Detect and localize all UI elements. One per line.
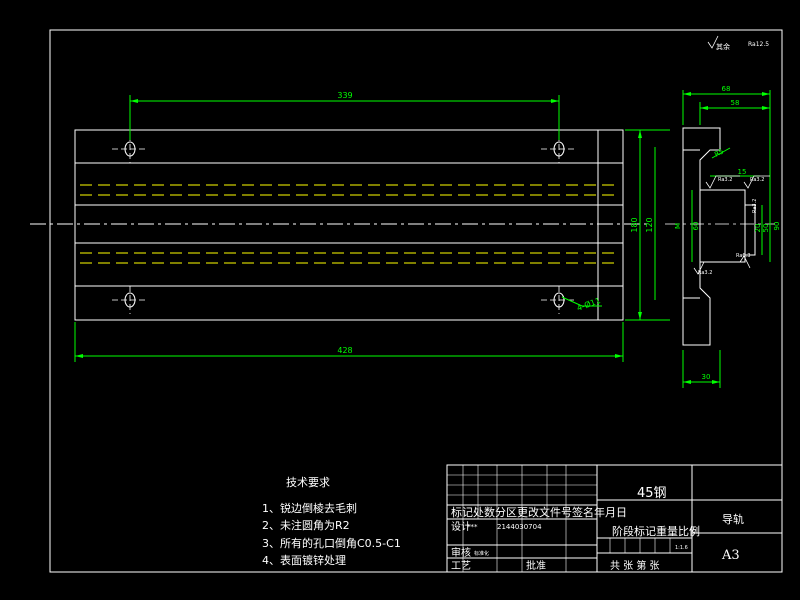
sheet-info: 共 张 第 张 — [610, 559, 660, 572]
design-name: *** — [467, 523, 478, 531]
note-item-1: 1、锐边倒棱去毛刺 — [262, 501, 357, 515]
check-label: 审核 — [451, 546, 471, 559]
roughness-4: Ra3.2 — [752, 199, 758, 213]
design-label: 设计 — [451, 520, 471, 533]
technical-notes: 技术要求 1、锐边倒棱去毛刺 2、未注圆角为R2 3、所有的孔口倒角C0.5-C… — [262, 476, 401, 567]
dim-height-a: 90 — [773, 222, 781, 231]
dim-m: M — [674, 223, 682, 229]
part-name: 导轨 — [722, 512, 744, 526]
note-item-2: 2、未注圆角为R2 — [262, 518, 350, 532]
notes-title: 技术要求 — [286, 476, 330, 489]
material: 45钢 — [637, 486, 667, 501]
approve-label: 批准 — [526, 559, 546, 572]
main-view: 339 428 180 120 4-Ø11 — [30, 91, 670, 362]
sheet-size: A3 — [721, 548, 740, 563]
roughness-5: Ra6.3 — [736, 253, 750, 259]
dim-height-c: 20 — [754, 224, 762, 233]
note-item-4: 4、表面镀锌处理 — [262, 553, 346, 567]
side-view: 68 58 30 R5 15 90 60 20 50 M Ra3.2 Ra3.2… — [665, 35, 781, 388]
revision-header: 标记处数分区更改文件号签名年月日 — [451, 505, 627, 519]
roughness-1: Ra3.2 — [718, 177, 732, 183]
process-label: 工艺 — [451, 560, 471, 572]
dim-fillet: R5 — [713, 147, 725, 158]
dim-step: 15 — [738, 168, 747, 176]
dim-top-inner: 58 — [731, 99, 740, 107]
dim-hole-spacing: 339 — [337, 91, 352, 100]
dim-height-d: 50 — [762, 224, 770, 233]
rail-outline — [74, 129, 624, 321]
roughness-2: Ra3.2 — [750, 177, 764, 183]
title-block: 45钢 导轨 A3 标记处数分区更改文件号签名年月日 设计 *** 214403… — [446, 464, 783, 573]
design-date: 2144030704 — [497, 523, 542, 531]
general-roughness: Ra12.5 — [748, 41, 769, 48]
dim-height-b: 60 — [692, 222, 700, 231]
dim-height-outer: 180 — [630, 217, 639, 232]
dim-bottom: 30 — [702, 373, 711, 381]
note-item-3: 3、所有的孔口倒角C0.5-C1 — [262, 536, 401, 550]
check-small: 标准化 — [474, 550, 489, 557]
roughness-3: Ra3.2 — [698, 270, 712, 276]
stage-header: 阶段标记重量比例 — [612, 524, 700, 538]
dim-top-outer: 68 — [722, 85, 731, 93]
dim-overall-length: 428 — [337, 346, 352, 355]
scale: 1:1.6 — [675, 545, 688, 551]
drawing-frame — [49, 29, 783, 573]
dim-height-inner: 120 — [645, 217, 654, 232]
general-roughness-prefix: 其余 — [716, 42, 730, 51]
